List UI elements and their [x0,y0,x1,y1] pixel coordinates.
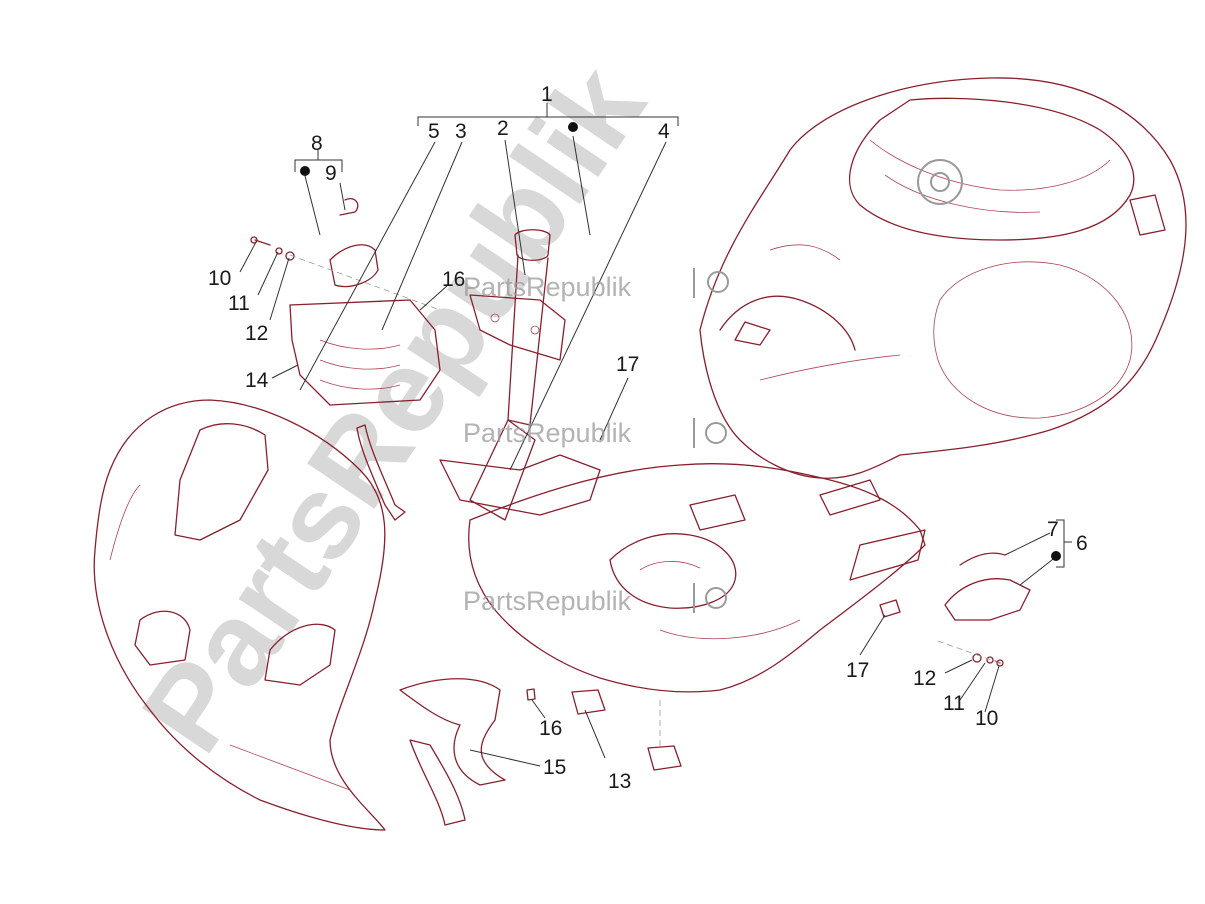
callout-17-top: 17 [616,353,639,376]
leg-shield [93,399,386,831]
bracket-link [356,424,406,521]
callout-8: 8 [311,132,323,155]
gear-icon [705,422,727,444]
glovebox-hook [289,299,441,406]
right-hook [944,552,1031,621]
callout-numbers: 1 5 3 2 4 8 9 10 11 12 14 16 17 7 6 17 1… [208,83,1088,793]
callout-5: 5 [428,120,440,143]
bullet-marker-6 [1051,551,1061,561]
glovebox-lock [329,198,379,288]
callout-15: 15 [543,756,566,779]
callout-1: 1 [541,83,553,106]
bullet-marker-8 [300,166,310,176]
screw-right [972,653,1004,667]
alignment-lines [289,254,1001,750]
clip-17 [879,599,901,618]
callout-12-left: 12 [245,322,268,345]
svg-text:PartsRepublik: PartsRepublik [463,272,632,302]
callout-4: 4 [658,120,670,143]
rubber-pads [571,689,682,771]
steering-column [439,229,601,521]
callout-12-right: 12 [913,667,936,690]
watermark-gear-large [917,159,963,205]
gear-icon [707,271,729,293]
callout-11-left: 11 [228,292,250,315]
callout-10-right: 10 [975,707,998,730]
gear-icon [705,587,727,609]
clip-16 [526,688,536,701]
watermark-label-2: PartsRepublik [463,418,727,448]
callout-13: 13 [608,770,631,793]
footboard [468,463,926,693]
leader-lines [239,103,1072,767]
callout-11-right: 11 [943,692,965,715]
callout-16-top: 16 [442,268,465,291]
bullet-marker-1 [568,122,578,132]
callout-3: 3 [455,120,467,143]
callout-14: 14 [245,369,269,392]
frame-body [699,77,1187,479]
callout-7: 7 [1047,518,1059,541]
mudguard-cover [399,678,506,826]
gear-icon [917,159,963,205]
callout-16-bottom: 16 [539,717,562,740]
svg-text:PartsRepublik: PartsRepublik [463,586,632,616]
watermark-label-3: PartsRepublik [463,583,727,616]
callout-10-left: 10 [208,267,231,290]
watermark-label-1: PartsRepublik [463,268,729,302]
callout-9: 9 [325,162,337,185]
callout-2: 2 [497,117,509,140]
watermark-diagonal: PartsRepublik [117,43,670,775]
svg-text:PartsRepublik: PartsRepublik [463,418,632,448]
callout-17-bottom: 17 [846,659,869,682]
screw-left [250,236,295,261]
callout-6: 6 [1076,532,1088,555]
